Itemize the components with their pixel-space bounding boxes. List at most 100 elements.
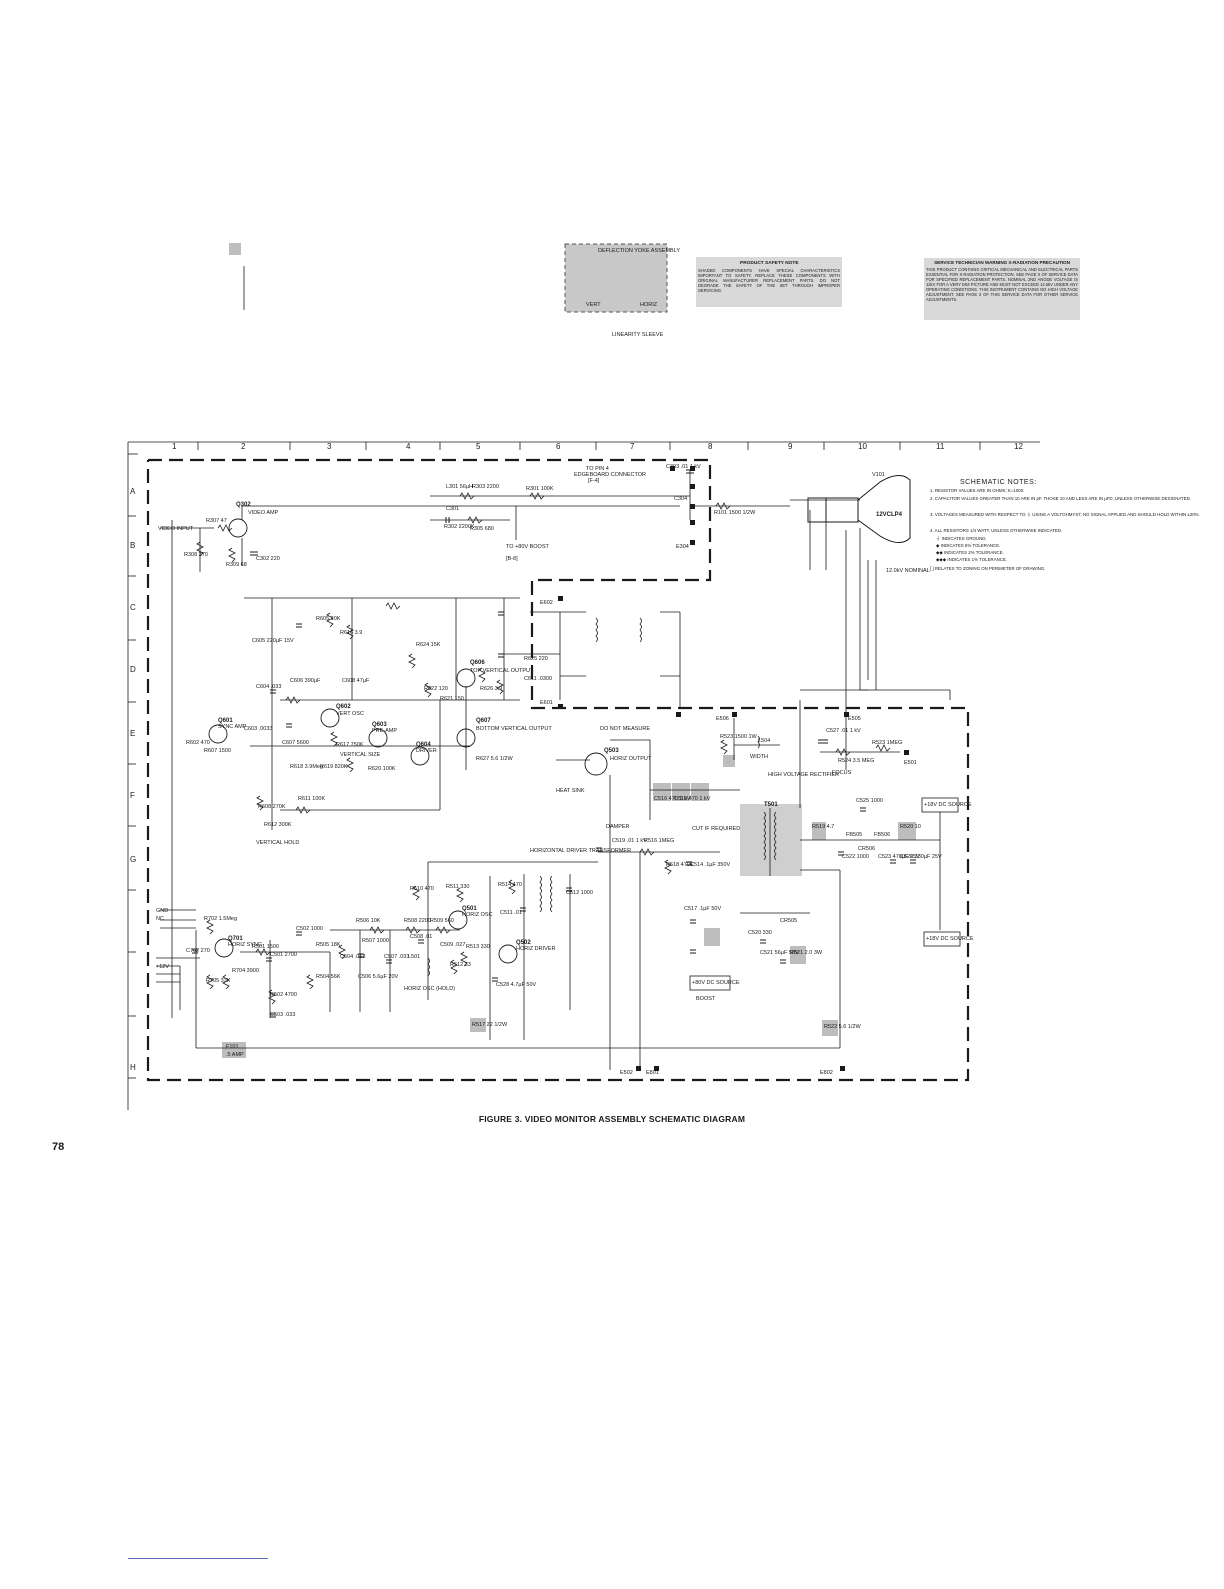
xray-warning-wrap: SERVICE TECHNICIAN WARNING X-RADIATION P… — [926, 260, 1078, 302]
labels: VIDEO INPUT Q302 VIDEO AMP R307 47 R308 … — [156, 248, 974, 1076]
label-fuse: F101 — [226, 1044, 239, 1050]
part-l301: L301 56µH — [446, 484, 473, 490]
label-q502-desc: HORIZ DRIVER — [516, 946, 555, 952]
label-horiz-osc-hold: HORIZ OSC (HOLD) — [404, 986, 455, 992]
note-4: 4. ALL RESISTORS 1/4 WATT, UNLESS OTHERW… — [930, 528, 1062, 533]
transistor-q604 — [410, 746, 430, 766]
part-r309: R309 68 — [226, 562, 247, 568]
part-fb506: FB506 — [874, 832, 890, 838]
part-r303: R303 2200 — [472, 484, 499, 490]
label-t501: T501 — [764, 802, 778, 808]
figure-caption: FIGURE 3. VIDEO MONITOR ASSEMBLY SCHEMAT… — [478, 1114, 746, 1124]
part-r523: R523 1500 1W — [720, 734, 757, 740]
part-r519: R519 4.7 — [812, 824, 834, 830]
label-q601-desc: SYNC AMP — [218, 724, 247, 730]
zone-col-9: 9 — [788, 442, 793, 451]
part-l501: L501 — [408, 954, 420, 960]
zone-labels: 1 2 3 4 5 6 7 8 9 10 11 12 A B C D E F G… — [130, 442, 1023, 1072]
zone-col-8: 8 — [708, 442, 713, 451]
part-r625: R625 220 — [524, 656, 548, 662]
zone-col-10: 10 — [858, 442, 867, 451]
product-safety-title: PRODUCT SAFETY NOTE — [740, 260, 799, 266]
part-c520: C520 330 — [748, 930, 772, 936]
product-safety-note: PRODUCT SAFETY NOTE — [740, 260, 799, 266]
zone-ruler-top — [127, 441, 1040, 1110]
label-q607-desc: BOTTOM VERTICAL OUTPUT — [476, 726, 552, 732]
capacitor-symbols — [192, 469, 916, 1018]
part-c522: C522 1000 — [842, 854, 869, 860]
label-q701-desc: HORIZ SYNC — [228, 942, 262, 948]
label-q503: Q503 — [604, 748, 619, 754]
label-crt: 12VCLP4 — [876, 512, 903, 518]
part-c301: C301 — [446, 506, 459, 512]
zone-row-d: D — [130, 665, 136, 674]
part-r501: R501 1500 — [252, 944, 279, 950]
part-r521: R521 2.0 3W — [790, 950, 823, 956]
part-r626: R626 3.9 — [480, 686, 502, 692]
label-deflection-yoke: DEFLECTION YOKE ASSEMBLY — [598, 248, 680, 254]
part-c702: C702 270 — [186, 948, 210, 954]
crt-v101 — [807, 475, 911, 543]
part-c507: C507 .033 — [384, 954, 409, 960]
product-safety-text: SHADED COMPONENTS HAVE SPECIAL CHARACTER… — [698, 268, 840, 293]
part-r518: R518 470K — [666, 862, 694, 868]
part-c512: C512 1000 — [566, 890, 593, 896]
zone-col-4: 4 — [406, 442, 411, 451]
part-e602: E602 — [540, 600, 553, 606]
zone-row-g: G — [130, 855, 136, 864]
label-q603: Q603 — [372, 722, 387, 728]
label-vertical-hold: VERTICAL HOLD — [256, 840, 299, 846]
part-c521: C521 56µF 50V — [760, 950, 799, 956]
part-r308: R308 270 — [184, 552, 208, 558]
part-r522: R522 5.6 1/2W — [824, 1024, 861, 1030]
deflection-yoke-box — [564, 243, 668, 313]
footer-rule — [128, 1558, 268, 1559]
part-r502: R502 4700 — [270, 992, 297, 998]
label-nc: NC — [156, 916, 164, 922]
transistor-q503 — [584, 752, 608, 776]
part-r523b: R523 1MEG — [872, 740, 902, 746]
label-focus: FOCUS — [832, 770, 852, 776]
part-c523: C523 470µF 25V — [878, 854, 920, 860]
part-r510: R510 470 — [410, 886, 434, 892]
zone-row-e: E — [130, 729, 135, 738]
transistor-q601 — [208, 724, 228, 744]
xray-warning-title: SERVICE TECHNICIAN WARNING X-RADIATION P… — [934, 260, 1070, 265]
source-18v-b-box — [923, 931, 961, 947]
label-q606: Q606 — [470, 660, 485, 666]
part-r514: R514 470 — [498, 882, 522, 888]
part-r705: R705 33K — [206, 978, 231, 984]
transformer-t502-primary — [539, 875, 542, 913]
label-q604-desc: DRIVER — [416, 748, 437, 754]
part-c303: C303 .01 1 kV — [666, 464, 701, 470]
part-r607: R607 1500 — [204, 748, 231, 754]
part-c508: C508 .01 — [410, 934, 432, 940]
part-r305: R305 680 — [470, 526, 494, 532]
transistor-q701 — [214, 938, 234, 958]
part-c501: C501 2700 — [270, 952, 297, 958]
label-linearity: LINEARITY SLEEVE — [612, 332, 664, 338]
label-source-80v: +80V DC SOURCE — [692, 980, 740, 986]
part-r611: R611 100K — [298, 796, 325, 802]
part-l504: L504 — [758, 738, 770, 744]
xray-warning-text: THIS PRODUCT CONTAINS CRITICAL MECHANICA… — [926, 267, 1078, 302]
part-e304: E304 — [676, 544, 689, 550]
zone-col-7: 7 — [630, 442, 635, 451]
schematic-notes-title: SCHEMATIC NOTES: — [960, 479, 1037, 486]
label-damper: DAMPER — [606, 824, 630, 830]
transistor-symbols — [208, 518, 608, 964]
part-c509: C509 .027 — [440, 942, 465, 948]
part-e505: E505 — [848, 716, 861, 722]
transistor-q501 — [448, 910, 468, 930]
part-c516: C516 470 1 kV — [654, 796, 691, 802]
part-c304: C304 — [674, 496, 687, 502]
part-c302: C302 220 — [256, 556, 280, 562]
part-r612: R612 300K — [264, 822, 292, 828]
zone-col-6: 6 — [556, 442, 561, 451]
part-cr505: CR505 — [780, 918, 797, 924]
product-safety-box — [696, 257, 842, 307]
part-r617: R617 750K — [336, 742, 364, 748]
part-c515: C515 470 1 kV — [674, 796, 711, 802]
part-r520: R520 10 — [900, 824, 921, 830]
